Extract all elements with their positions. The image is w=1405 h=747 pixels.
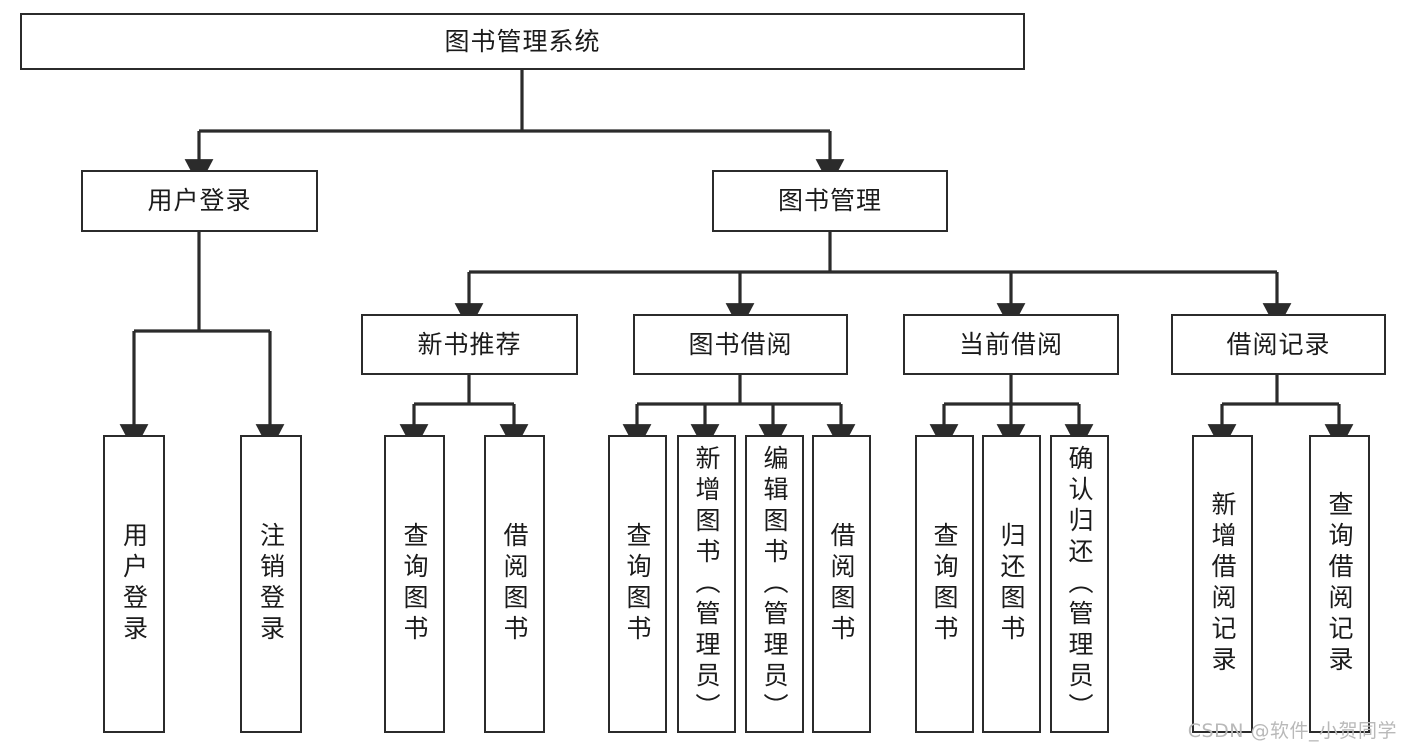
node-label: 借阅图书 xyxy=(827,522,856,646)
node-leaf-add-borrow-record[interactable]: 新增借阅记录 xyxy=(1192,435,1253,733)
node-leaf-borrow-book-1[interactable]: 借阅图书 xyxy=(484,435,545,733)
node-label: 查询图书 xyxy=(623,522,652,646)
node-user-login[interactable]: 用户登录 xyxy=(81,170,318,232)
node-leaf-query-borrow-record[interactable]: 查询借阅记录 xyxy=(1309,435,1370,733)
node-label: 新增图书（管理员） xyxy=(692,444,721,724)
node-label: 用户登录 xyxy=(119,522,149,646)
node-label: 编辑图书（管理员） xyxy=(760,444,789,724)
node-leaf-query-book-1[interactable]: 查询图书 xyxy=(384,435,445,733)
node-label: 借阅记录 xyxy=(1226,329,1331,359)
node-label: 图书管理 xyxy=(777,186,882,215)
node-leaf-query-book-2[interactable]: 查询图书 xyxy=(608,435,667,733)
node-new-book-recommendation[interactable]: 新书推荐 xyxy=(361,314,578,375)
node-book-borrowing[interactable]: 图书借阅 xyxy=(633,314,848,375)
node-label: 新增借阅记录 xyxy=(1208,491,1237,677)
node-label: 新书推荐 xyxy=(417,329,522,359)
node-leaf-add-book-admin[interactable]: 新增图书（管理员） xyxy=(677,435,736,733)
node-leaf-return-book[interactable]: 归还图书 xyxy=(982,435,1041,733)
node-label: 查询借阅记录 xyxy=(1325,491,1354,677)
node-label: 用户登录 xyxy=(147,186,252,215)
node-root-book-management-system[interactable]: 图书管理系统 xyxy=(20,13,1025,70)
node-label: 图书借阅 xyxy=(688,329,793,359)
node-leaf-query-book-3[interactable]: 查询图书 xyxy=(915,435,974,733)
node-label: 注销登录 xyxy=(256,522,286,646)
node-label: 查询图书 xyxy=(400,522,429,646)
node-label: 确认归还（管理员） xyxy=(1065,444,1094,724)
node-leaf-borrow-book-2[interactable]: 借阅图书 xyxy=(812,435,871,733)
node-label: 图书管理系统 xyxy=(444,26,601,56)
node-label: 查询图书 xyxy=(930,522,959,646)
node-label: 归还图书 xyxy=(997,522,1026,646)
node-borrowing-records[interactable]: 借阅记录 xyxy=(1171,314,1386,375)
csdn-watermark: CSDN @软件_小贺同学 xyxy=(1187,720,1397,742)
node-leaf-logout[interactable]: 注销登录 xyxy=(240,435,302,733)
node-leaf-user-login[interactable]: 用户登录 xyxy=(103,435,165,733)
node-leaf-confirm-return-admin[interactable]: 确认归还（管理员） xyxy=(1050,435,1109,733)
node-current-borrowing[interactable]: 当前借阅 xyxy=(903,314,1119,375)
node-label: 借阅图书 xyxy=(500,522,529,646)
node-label: 当前借阅 xyxy=(958,329,1063,359)
node-book-management[interactable]: 图书管理 xyxy=(712,170,948,232)
node-leaf-edit-book-admin[interactable]: 编辑图书（管理员） xyxy=(745,435,804,733)
